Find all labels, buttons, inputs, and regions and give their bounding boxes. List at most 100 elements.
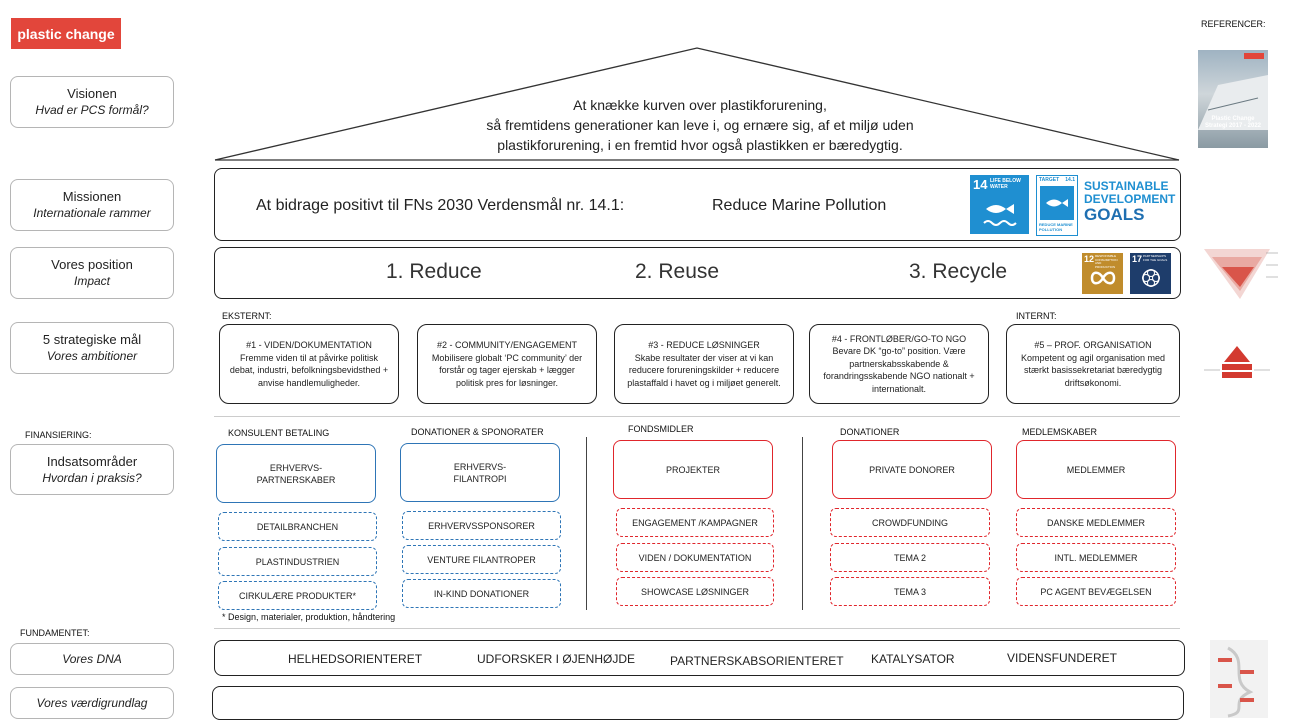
plastic-change-logo: plastic change bbox=[11, 18, 121, 49]
dna-item-4: KATALYSATOR bbox=[871, 652, 955, 666]
sdg-target-caption: REDUCE MARINE POLLUTION bbox=[1039, 222, 1073, 232]
sdg-target-tile: TARGET 14.1 REDUCE MARINE POLLUTION bbox=[1036, 175, 1078, 236]
sidebar-goals-subtitle: Vores ambitioner bbox=[46, 349, 138, 363]
funding-5-sub-3: PC AGENT BEVÆGELSEN bbox=[1016, 577, 1176, 606]
funding-4-main: PRIVATE DONORER bbox=[832, 440, 992, 499]
goal-4-title: #4 - FRONTLØBER/GO-TO NGO bbox=[831, 333, 967, 344]
organisation-pyramid-thumbnail bbox=[1204, 346, 1270, 378]
sidebar-goals-title: 5 strategiske mål bbox=[42, 332, 142, 347]
goal-2: #2 - COMMUNITY/ENGAGEMENT Mobilisere glo… bbox=[417, 324, 597, 404]
goal-1: #1 - VIDEN/DOKUMENTATION Fremme viden ti… bbox=[219, 324, 399, 404]
sdg-target-word: TARGET bbox=[1039, 177, 1060, 183]
sdg-logo-line-1: SUSTAINABLE bbox=[1084, 179, 1169, 193]
funding-2-sub-2: VENTURE FILANTROPER bbox=[402, 545, 561, 574]
sidebar-vision: Visionen Hvad er PCS formål? bbox=[10, 76, 174, 128]
sidebar-focus-subtitle: Hvordan i praksis? bbox=[42, 470, 142, 485]
sdg14-label: LIFE BELOW WATER bbox=[990, 178, 1021, 190]
values-box bbox=[212, 686, 1184, 720]
goal-5: #5 – PROF. ORGANISATION Kompetent og agi… bbox=[1006, 324, 1180, 404]
dna-reference-thumbnail bbox=[1210, 640, 1268, 718]
external-label: EKSTERNT: bbox=[222, 311, 272, 321]
waste-hierarchy-thumbnail bbox=[1204, 249, 1278, 299]
divider-goals bbox=[214, 416, 1180, 417]
goal-5-title: #5 – PROF. ORGANISATION bbox=[1034, 340, 1152, 350]
funding-1-sub-3: CIRKULÆRE PRODUKTER* bbox=[218, 581, 377, 610]
funding-4-sub-3: TEMA 3 bbox=[830, 577, 990, 606]
vision-text: At knække kurven over plastikforurening,… bbox=[440, 95, 960, 155]
strategy-cover-thumbnail: Plastic Change Strategi 2017 - 2022 bbox=[1198, 50, 1268, 148]
funding-4-sub-2: TEMA 2 bbox=[830, 543, 990, 572]
goal-4-body: Bevare DK “go-to” position. Være partner… bbox=[823, 346, 975, 394]
funding-1-main: ERHVERVS- PARTNERSKABER bbox=[216, 444, 376, 503]
sidebar-focus-title: Indsatsområder bbox=[46, 453, 138, 469]
vision-line-1: At knække kurven over plastikforurening, bbox=[573, 97, 827, 113]
divider-foundation bbox=[214, 628, 1180, 629]
goal-3: #3 - REDUCE LØSNINGER Skabe resultater d… bbox=[614, 324, 794, 404]
position-box bbox=[214, 247, 1181, 299]
sdg17-tile: 17 PARTNERSHIPS FOR THE GOALS bbox=[1130, 253, 1171, 294]
funding-3-main: PROJEKTER bbox=[613, 440, 773, 499]
sdg17-number: 17 bbox=[1132, 254, 1143, 264]
marine-pollution-icon bbox=[1040, 186, 1074, 220]
sdg14-tile: 14 LIFE BELOW WATER bbox=[970, 175, 1029, 234]
vision-line-3: plastikforurening, i en fremtid hvor ogs… bbox=[497, 137, 903, 153]
funding-2-main: ERHVERVS- FILANTROPI bbox=[400, 443, 560, 502]
sidebar-mission: Missionen Internationale rammer bbox=[10, 179, 174, 231]
dna-item-2: UDFORSKER I ØJENHØJDE bbox=[477, 652, 636, 666]
strategy-cover-title: Plastic Change Strategi 2017 - 2022 bbox=[1204, 116, 1262, 129]
sdg-target-number: 14.1 bbox=[1065, 177, 1075, 183]
funding-1-sub-2: PLASTINDUSTRIEN bbox=[218, 547, 377, 576]
funding-5-sub-1: DANSKE MEDLEMMER bbox=[1016, 508, 1176, 537]
position-recycle: 3. Recycle bbox=[909, 260, 1008, 283]
sidebar-vision-subtitle: Hvad er PCS formål? bbox=[35, 103, 149, 117]
funding-1-main-line-2: PARTNERSKABER bbox=[256, 474, 336, 485]
sidebar-position-title: Vores position bbox=[51, 257, 133, 272]
financing-label: FINANSIERING: bbox=[25, 430, 92, 440]
funding-2-sub-3: IN-KIND DONATIONER bbox=[402, 579, 561, 608]
sdg12-number: 12 bbox=[1084, 254, 1095, 264]
divider-vertical-1 bbox=[586, 437, 587, 610]
sidebar-focus-areas: Indsatsområder Hvordan i praksis? bbox=[10, 444, 174, 495]
mission-goal: Reduce Marine Pollution bbox=[712, 197, 887, 214]
position-reduce: 1. Reduce bbox=[386, 260, 482, 283]
goal-2-body: Mobilisere globalt ‘PC community’ der fo… bbox=[431, 352, 583, 388]
position-reuse: 2. Reuse bbox=[635, 260, 720, 283]
references-title: REFERENCER: bbox=[1201, 19, 1266, 29]
funding-5-category: MEDLEMSKABER bbox=[1022, 427, 1098, 437]
sidebar-goals: 5 strategiske mål Vores ambitioner bbox=[10, 322, 174, 374]
sdg17-label: PARTNERSHIPS FOR THE GOALS bbox=[1143, 254, 1168, 262]
goal-3-title: #3 - REDUCE LØSNINGER bbox=[648, 340, 760, 350]
funding-1-sub-1: DETAILBRANCHEN bbox=[218, 512, 377, 541]
foundation-label: FUNDAMENTET: bbox=[20, 628, 90, 638]
dna-item-3: PARTNERSKABSORIENTERET bbox=[670, 654, 844, 668]
sidebar-mission-title: Missionen bbox=[62, 189, 122, 204]
goal-5-body: Kompetent og agil organisation med stærk… bbox=[1020, 352, 1166, 388]
sidebar-dna-subtitle: Vores DNA bbox=[62, 651, 122, 666]
divider-vertical-2 bbox=[802, 437, 803, 610]
partnership-flower-icon bbox=[1142, 269, 1160, 287]
goal-3-body: Skabe resultater der viser at vi kan red… bbox=[627, 352, 781, 388]
mission-text: At bidrage positivt til FNs 2030 Verdens… bbox=[256, 197, 625, 214]
sdg12-label: RESPONSIBLE CONSUMPTION AND PRODUCTION bbox=[1095, 254, 1118, 269]
goal-1-title: #1 - VIDEN/DOKUMENTATION bbox=[246, 340, 372, 350]
funding-3-category: FONDSMIDLER bbox=[628, 424, 694, 434]
funding-4-category: DONATIONER bbox=[840, 427, 900, 437]
funding-2-main-line-1: ERHVERVS- bbox=[453, 461, 507, 472]
funding-2-main-line-2: FILANTROPI bbox=[453, 473, 507, 484]
funding-3-sub-3: SHOWCASE LØSNINGER bbox=[616, 577, 774, 606]
sidebar-position-subtitle: Impact bbox=[73, 274, 110, 288]
sidebar-mission-subtitle: Internationale rammer bbox=[33, 206, 151, 220]
sidebar-values: Vores værdigrundlag bbox=[10, 687, 174, 719]
funding-2-category: DONATIONER & SPONORATER bbox=[411, 427, 544, 437]
funding-3-sub-1: ENGAGEMENT /KAMPAGNER bbox=[616, 508, 774, 537]
funding-5-main: MEDLEMMER bbox=[1016, 440, 1176, 499]
sidebar-values-subtitle: Vores værdigrundlag bbox=[36, 695, 148, 710]
sdg-logo-line-3: GOALS bbox=[1084, 205, 1145, 224]
sdg-logo: SUSTAINABLE DEVELOPMENT GOALS bbox=[1084, 179, 1176, 224]
infinity-icon bbox=[1090, 271, 1116, 285]
footnote: * Design, materialer, produktion, håndte… bbox=[222, 612, 396, 622]
internal-label: INTERNT: bbox=[1016, 311, 1057, 321]
funding-5-sub-2: INTL. MEDLEMMER bbox=[1016, 543, 1176, 572]
funding-3-sub-2: VIDEN / DOKUMENTATION bbox=[616, 543, 774, 572]
sdg-logo-line-2: DEVELOPMENT bbox=[1084, 192, 1176, 206]
